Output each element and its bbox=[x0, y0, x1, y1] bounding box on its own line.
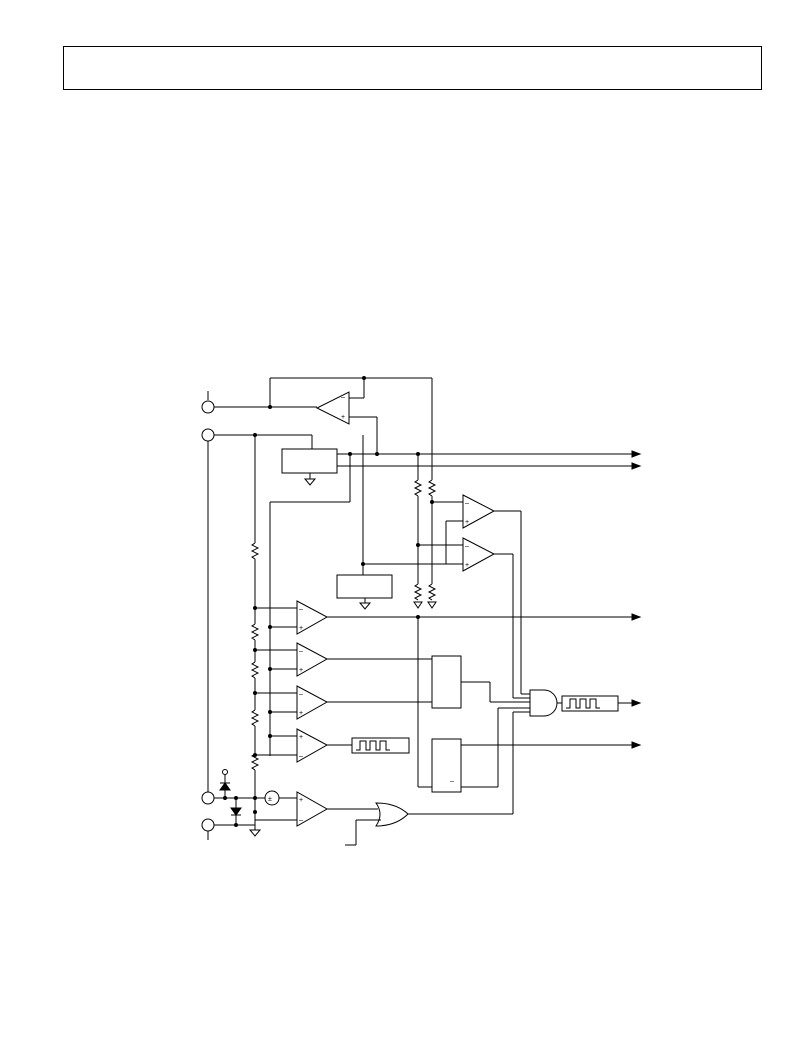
svg-text:+: + bbox=[299, 797, 303, 804]
resistor-icon bbox=[250, 753, 260, 771]
pulse-waveform-icon bbox=[566, 698, 600, 709]
svg-text:+: + bbox=[465, 519, 469, 526]
pin-bottom-2 bbox=[201, 818, 215, 832]
comparator-c: – + bbox=[296, 685, 329, 720]
and-gate bbox=[529, 689, 558, 717]
latch-block-1 bbox=[431, 655, 462, 709]
pin-top-1 bbox=[201, 400, 215, 414]
diode-icon bbox=[219, 782, 231, 791]
resistor-icon bbox=[250, 623, 260, 641]
resistor-icon bbox=[250, 709, 260, 727]
svg-text:–: – bbox=[465, 500, 469, 507]
buffer-amplifier: – + bbox=[315, 391, 350, 425]
comparator-upper-2: – + bbox=[462, 537, 496, 572]
svg-text:–: – bbox=[299, 817, 303, 824]
pulse-waveform-icon bbox=[356, 740, 390, 751]
resistor-icon bbox=[427, 479, 437, 497]
arrow-out-4 bbox=[631, 699, 642, 707]
ground-icon bbox=[413, 601, 423, 609]
diode-icon bbox=[230, 807, 242, 816]
ground-icon bbox=[358, 602, 372, 610]
header-box bbox=[63, 46, 762, 90]
latch-bar-label: – bbox=[450, 778, 454, 785]
arrow-out-3 bbox=[631, 613, 642, 621]
supply-node-icon bbox=[222, 769, 228, 775]
or-gate bbox=[375, 802, 409, 827]
arrow-out-5 bbox=[631, 741, 642, 749]
ground-icon bbox=[303, 478, 317, 486]
comparator-upper-1: – + bbox=[462, 494, 496, 529]
amp-pin-minus: – bbox=[341, 394, 345, 401]
svg-text:–: – bbox=[299, 606, 303, 613]
resistor-icon bbox=[250, 661, 260, 679]
svg-text:+: + bbox=[299, 734, 303, 741]
svg-text:–: – bbox=[299, 648, 303, 655]
ground-icon bbox=[248, 829, 262, 837]
ground-icon bbox=[427, 601, 437, 609]
resistor-icon bbox=[413, 583, 423, 601]
reference-block-2 bbox=[336, 574, 393, 599]
comparator-a: – + bbox=[296, 600, 329, 635]
svg-text:+: + bbox=[299, 625, 303, 632]
resistor-icon bbox=[427, 583, 437, 601]
svg-text:+: + bbox=[465, 562, 469, 569]
svg-text:–: – bbox=[465, 543, 469, 550]
svg-text:+: + bbox=[299, 710, 303, 717]
pin-bottom-1 bbox=[201, 791, 215, 805]
resistor-icon bbox=[250, 542, 260, 560]
comparator-b: – + bbox=[296, 642, 329, 677]
svg-text:–: – bbox=[299, 691, 303, 698]
comparator-d: + – bbox=[296, 728, 329, 763]
latch-block-2 bbox=[431, 738, 462, 793]
svg-text:–: – bbox=[299, 753, 303, 760]
svg-text:+: + bbox=[299, 667, 303, 674]
reference-block-1 bbox=[281, 448, 338, 474]
comparator-e: + – bbox=[296, 791, 329, 827]
voltage-source-symbol: ± bbox=[268, 796, 272, 803]
arrow-out-1 bbox=[631, 450, 642, 458]
amp-pin-plus: + bbox=[341, 414, 345, 421]
pin-top-2 bbox=[201, 428, 215, 442]
arrow-out-2 bbox=[631, 462, 642, 470]
resistor-icon bbox=[413, 479, 423, 497]
pulse-generator-1 bbox=[351, 737, 410, 754]
